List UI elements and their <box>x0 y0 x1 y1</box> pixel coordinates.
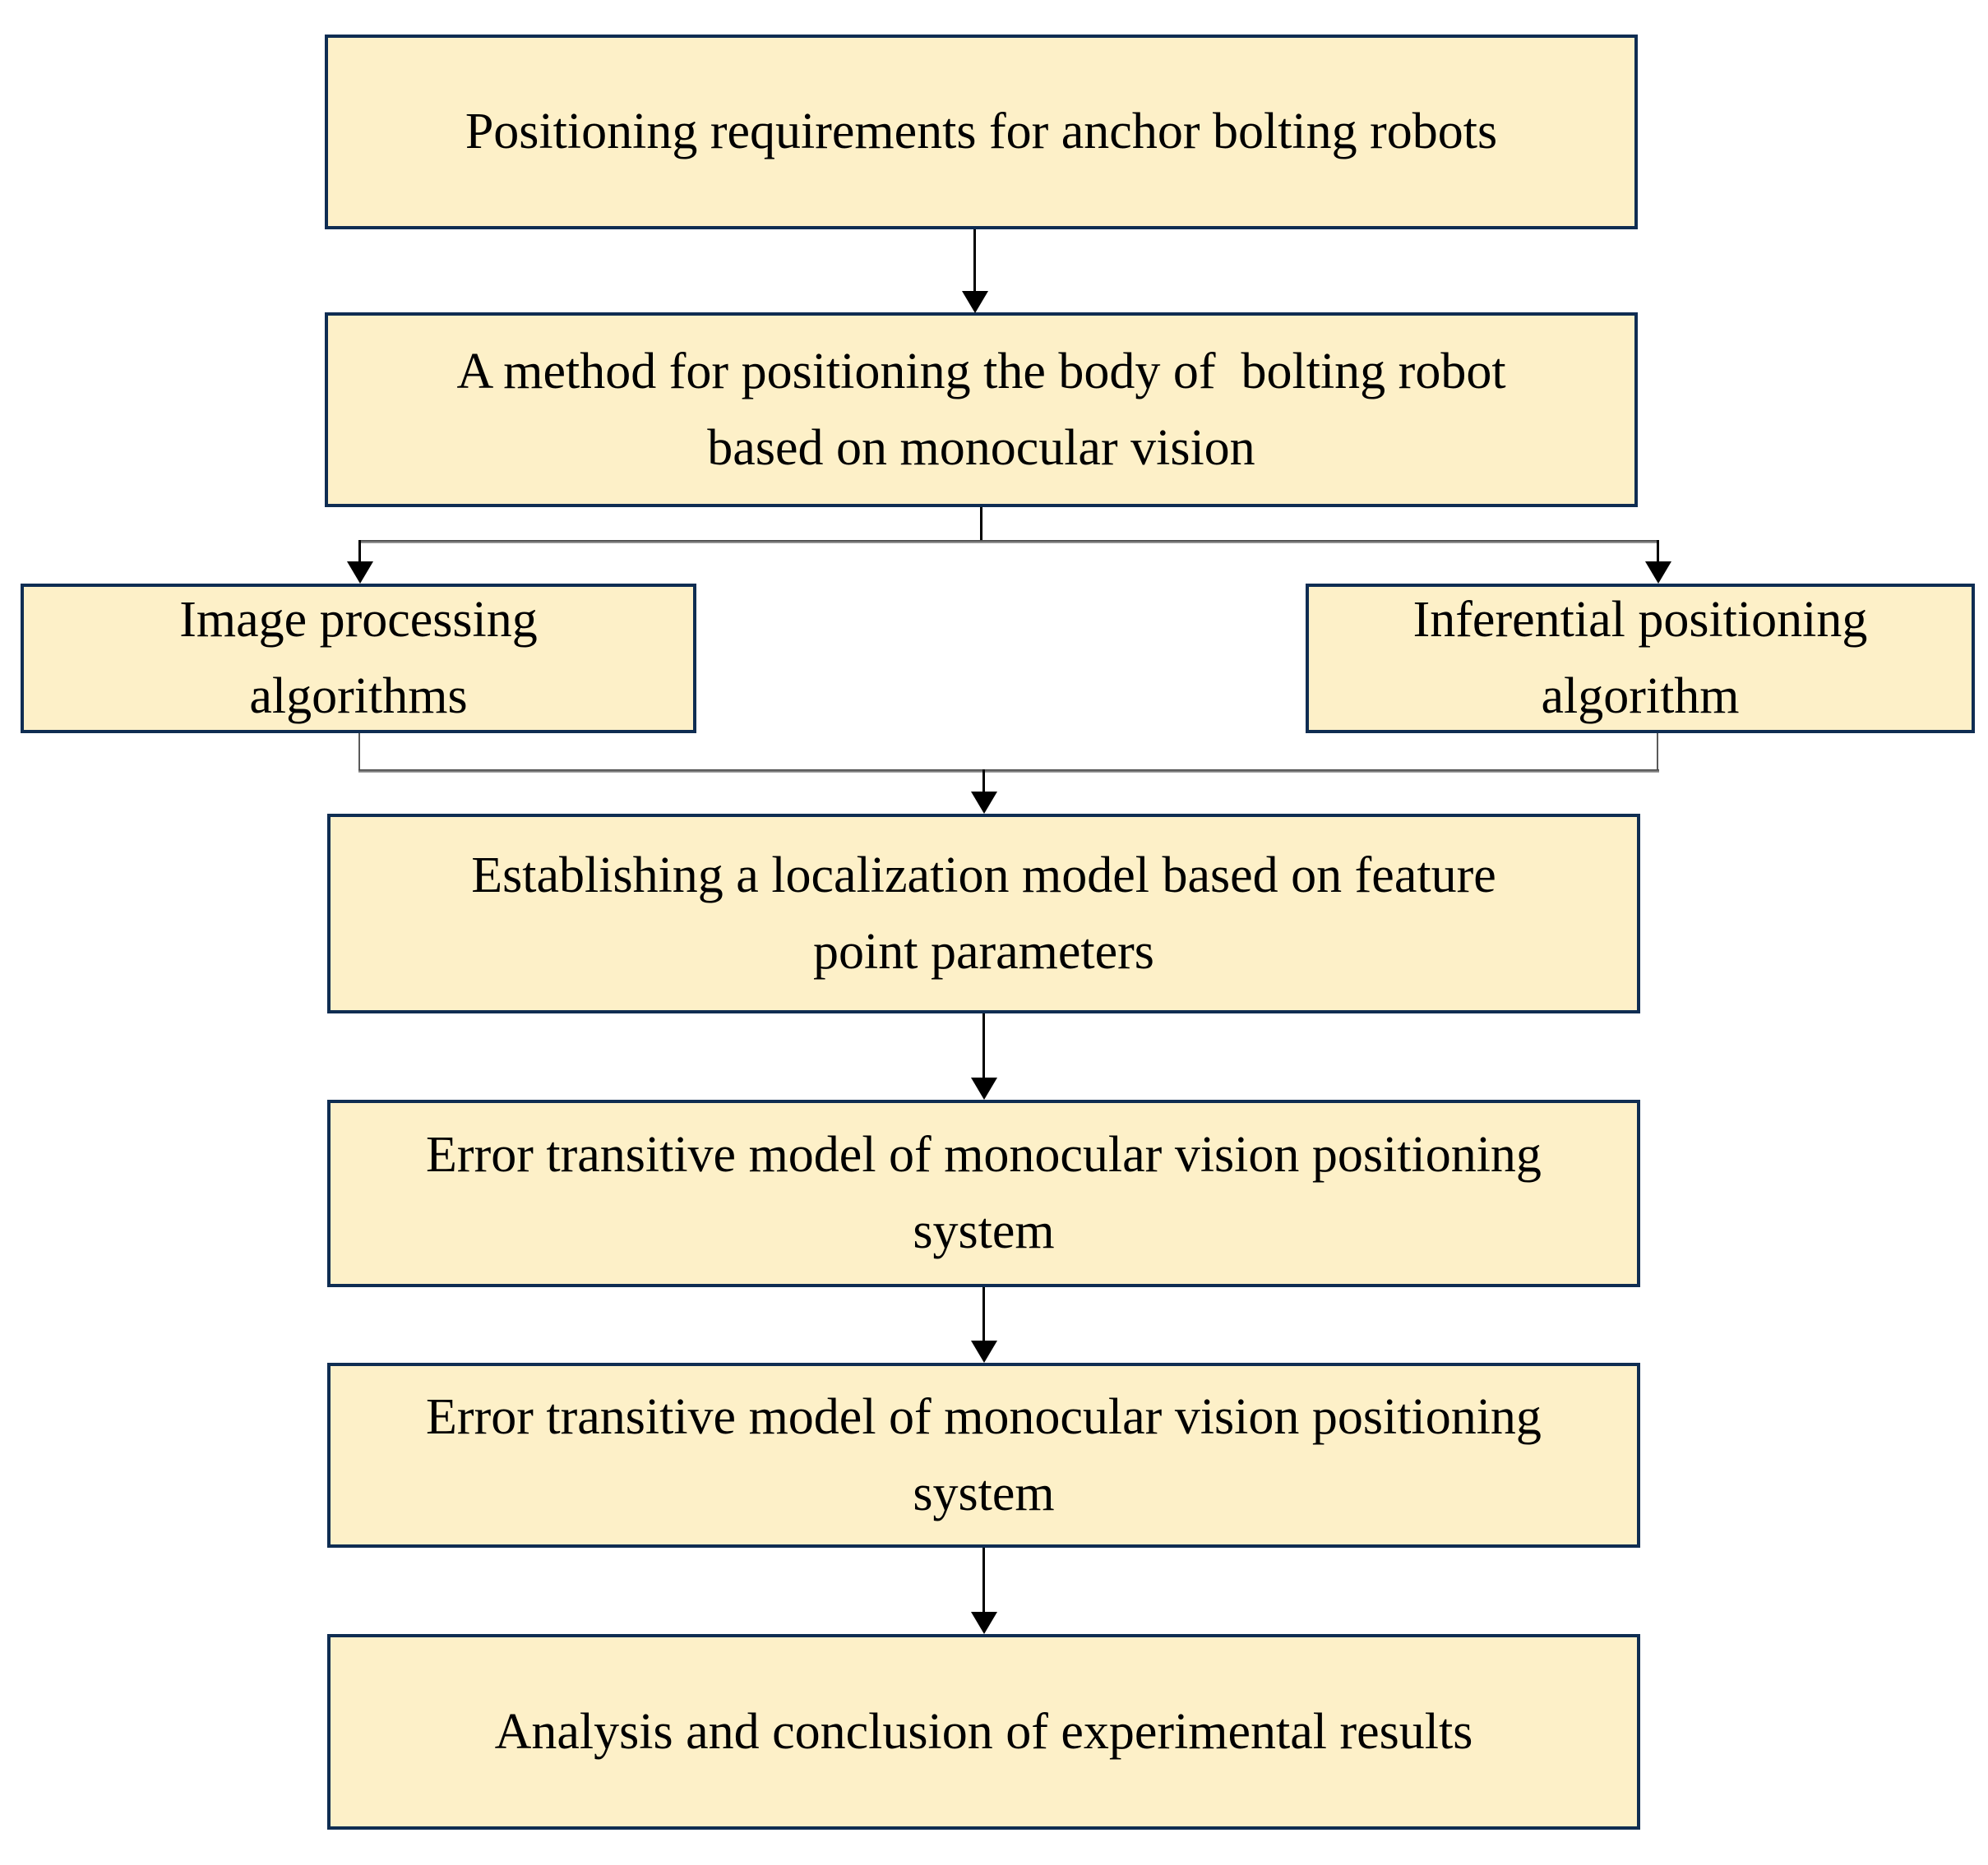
arrow-down-icon <box>971 792 997 814</box>
arrow-down-icon <box>971 1612 997 1634</box>
connector-image-processing-to-merge <box>358 733 360 773</box>
flow-node-error-transitive-model-2: Error transitive model of monocular visi… <box>327 1363 1640 1548</box>
connector-branch-rail <box>358 540 1659 543</box>
connector-branch-to-image-processing <box>358 540 361 565</box>
flow-node-body-positioning-method: A method for positioning the body of bol… <box>325 312 1638 507</box>
arrow-down-icon <box>962 291 988 313</box>
flow-node-inferential-positioning-algorithm: Inferential positioning algorithm <box>1306 584 1975 733</box>
connector-merge-to-localization-model <box>982 769 985 794</box>
connector-branch-to-inferential <box>1657 540 1659 565</box>
connector-method-branch-stem <box>980 507 982 542</box>
connector-error-model-1-to-error-model-2 <box>982 1287 985 1345</box>
arrow-down-icon <box>971 1341 997 1363</box>
connector-localization-to-error-model-1 <box>982 1013 985 1081</box>
arrow-down-icon <box>1645 561 1671 584</box>
flow-node-positioning-requirements: Positioning requirements for anchor bolt… <box>325 35 1638 229</box>
connector-inferential-to-merge <box>1657 733 1658 773</box>
flow-node-analysis-conclusion: Analysis and conclusion of experimental … <box>327 1634 1640 1830</box>
flow-node-image-processing-algorithms: Image processing algorithms <box>21 584 696 733</box>
connector-merge-rail <box>358 769 1659 773</box>
connector-requirements-to-method <box>973 229 976 293</box>
flow-node-error-transitive-model-1: Error transitive model of monocular visi… <box>327 1100 1640 1287</box>
connector-error-model-2-to-analysis <box>982 1548 985 1615</box>
arrow-down-icon <box>971 1078 997 1100</box>
arrow-down-icon <box>347 561 373 584</box>
flow-node-localization-model: Establishing a localization model based … <box>327 814 1640 1013</box>
